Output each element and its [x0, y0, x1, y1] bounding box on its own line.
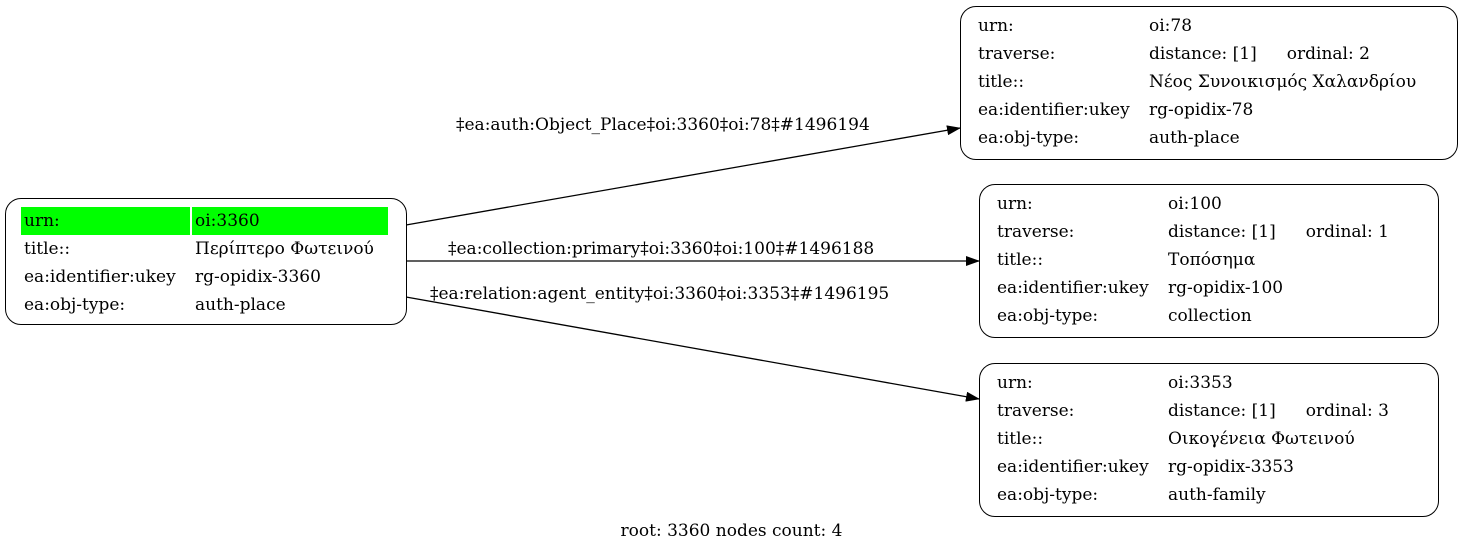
row-value: auth-family — [1168, 485, 1266, 505]
node-row-urn: urn: oi:100 — [994, 190, 1392, 218]
row-key: traverse: — [978, 44, 1056, 64]
node-oi78-table: urn: oi:78 traverse: distance: [1] ordinal:… — [973, 12, 1421, 152]
node-row-urn: urn: oi:78 — [975, 12, 1419, 40]
node-oi3353-table: urn: oi:3353 traverse: distance: [1] ordina… — [992, 369, 1394, 509]
edge-to-oi78[interactable] — [405, 125, 961, 226]
row-value: Τοπόσημα — [1168, 250, 1256, 270]
row-key: ea:obj-type: — [978, 128, 1080, 148]
node-row-urn: urn: oi:3360 — [21, 207, 388, 235]
node-row-ukey: ea:identifier:ukey rg-opidix-3360 — [21, 263, 388, 291]
row-key: urn: — [997, 194, 1033, 214]
ordinal-value: ordinal: 1 — [1305, 222, 1389, 242]
row-value: collection — [1168, 306, 1252, 326]
node-row-title: title:: Περίπτερο Φωτεινού — [21, 235, 388, 263]
graph-footer: root: 3360 nodes count: 4 — [620, 521, 843, 541]
edge-label-oi100: ‡ea:collection:primary‡oi:3360‡oi:100‡#1… — [448, 239, 875, 259]
edge-label-oi78: ‡ea:auth:Object_Place‡oi:3360‡oi:78‡#149… — [456, 115, 870, 135]
distance-value: distance: [1] — [1168, 222, 1276, 242]
row-key: ea:obj-type: — [997, 306, 1099, 326]
row-key: ea:identifier:ukey — [978, 100, 1130, 120]
row-value: Νέος Συνοικισμός Χαλανδρίου — [1149, 72, 1417, 92]
row-key: title:: — [997, 429, 1044, 449]
row-key: traverse: — [997, 401, 1075, 421]
row-value: rg-opidix-78 — [1149, 100, 1254, 120]
node-row-title: title::Τοπόσημα — [994, 246, 1392, 274]
node-row-traverse: traverse: distance: [1] ordinal: 3 — [994, 397, 1392, 425]
row-key: ea:obj-type: — [24, 295, 126, 315]
row-value: auth-place — [1149, 128, 1240, 148]
node-row-title: title::Νέος Συνοικισμός Χαλανδρίου — [975, 68, 1419, 96]
row-value: auth-place — [195, 295, 286, 315]
node-row-obj-type: ea:obj-type: auth-place — [975, 124, 1419, 152]
row-key: urn: — [997, 373, 1033, 393]
row-key: title:: — [997, 250, 1044, 270]
row-value: oi:78 — [1149, 16, 1193, 36]
row-value: distance: [1] ordinal: 3 — [1165, 397, 1392, 425]
row-value: distance: [1] ordinal: 2 — [1146, 40, 1419, 68]
row-value: rg-opidix-100 — [1168, 278, 1284, 298]
node-oi78[interactable]: urn: oi:78 traverse: distance: [1] ordinal:… — [960, 6, 1458, 160]
node-root[interactable]: urn: oi:3360 title:: Περίπτερο Φωτεινού … — [5, 198, 407, 325]
ordinal-value: ordinal: 2 — [1286, 44, 1370, 64]
node-row-ukey: ea:identifier:ukey rg-opidix-3353 — [994, 453, 1392, 481]
ordinal-value: ordinal: 3 — [1305, 401, 1389, 421]
edge-label-oi3353: ‡ea:relation:agent_entity‡oi:3360‡oi:335… — [430, 284, 890, 304]
row-value: rg-opidix-3353 — [1168, 457, 1294, 477]
node-row-ukey: ea:identifier:ukey rg-opidix-78 — [975, 96, 1419, 124]
node-oi100-table: urn: oi:100 traverse: distance: [1] ordinal… — [992, 190, 1394, 330]
row-key: title:: — [24, 239, 71, 259]
node-row-ukey: ea:identifier:ukey rg-opidix-100 — [994, 274, 1392, 302]
node-row-obj-type: ea:obj-type: auth-family — [994, 481, 1392, 509]
node-oi3353[interactable]: urn: oi:3353 traverse: distance: [1] ordina… — [979, 363, 1439, 517]
row-value: distance: [1] ordinal: 1 — [1165, 218, 1392, 246]
row-value: rg-opidix-3360 — [195, 267, 321, 287]
distance-value: distance: [1] — [1168, 401, 1276, 421]
distance-value: distance: [1] — [1149, 44, 1257, 64]
edge-to-oi3353[interactable] — [405, 296, 980, 402]
node-row-traverse: traverse: distance: [1] ordinal: 1 — [994, 218, 1392, 246]
node-row-title: title::Οικογένεια Φωτεινού — [994, 425, 1392, 453]
row-value: oi:100 — [1168, 194, 1222, 214]
row-key: urn: — [21, 207, 190, 235]
row-key: title:: — [978, 72, 1025, 92]
node-oi100[interactable]: urn: oi:100 traverse: distance: [1] ordinal… — [979, 184, 1439, 338]
row-value: Περίπτερο Φωτεινού — [195, 239, 374, 259]
node-row-obj-type: ea:obj-type: auth-place — [21, 291, 388, 319]
row-key: ea:identifier:ukey — [997, 278, 1149, 298]
row-key: ea:identifier:ukey — [997, 457, 1149, 477]
node-row-obj-type: ea:obj-type: collection — [994, 302, 1392, 330]
row-key: ea:identifier:ukey — [24, 267, 176, 287]
row-value: oi:3360 — [192, 207, 388, 235]
row-value: oi:3353 — [1168, 373, 1233, 393]
node-row-urn: urn: oi:3353 — [994, 369, 1392, 397]
node-root-table: urn: oi:3360 title:: Περίπτερο Φωτεινού … — [19, 207, 390, 319]
node-row-traverse: traverse: distance: [1] ordinal: 2 — [975, 40, 1419, 68]
row-key: traverse: — [997, 222, 1075, 242]
row-key: urn: — [978, 16, 1014, 36]
row-value: Οικογένεια Φωτεινού — [1168, 429, 1355, 449]
row-key: ea:obj-type: — [997, 485, 1099, 505]
